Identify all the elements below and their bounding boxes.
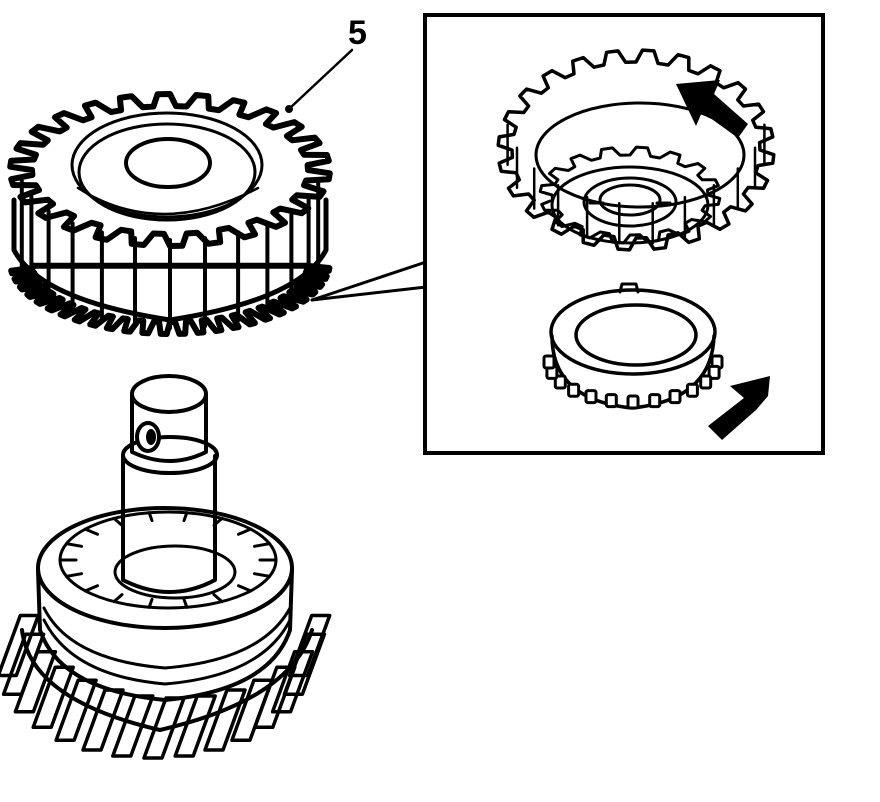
ring-dog-tooth [626,394,640,410]
hub-spline [253,572,271,578]
synchro-hub-groove-upper [42,606,292,670]
helical-tooth [173,694,217,758]
inset-gear-teeth [496,48,776,252]
ring-dog-tooth [567,382,581,398]
inset-leader-upper [310,260,428,302]
synchro-hub-top [36,506,294,630]
shaft-shoulder [121,435,219,475]
ring-dog-tooth [584,389,598,405]
callout-number-label: 5 [348,14,367,52]
inset-detail-frame [423,13,825,455]
ring-dog-tooth [707,364,721,380]
ring-bore [574,303,698,367]
synchro-hub-inner-rim [58,510,278,610]
gear-hub-shoulder [76,186,260,216]
helical-tooth [203,688,247,752]
ring-dog-teeth [542,354,724,410]
shaft-body [121,454,217,594]
ring-dog-tooth [553,374,567,390]
shaft-tip-end [130,374,208,414]
hub-spline [253,542,271,548]
hub-spline [65,572,83,578]
ring-dog-tooth [668,389,682,405]
output-shaft-assembly [0,374,332,760]
inset-gear-flanks [506,123,766,245]
helical-tooth [0,613,41,678]
gear-tooth-flanks [19,179,321,330]
synchro-hub-bore [113,544,237,600]
inset-gear-with-cone [496,48,776,252]
inset-synchronizer-ring [542,282,724,410]
callout-leader-dot [285,105,293,113]
inset-cone-bore [598,183,662,217]
shaft-tip-body [130,393,208,463]
indicator-arrow-lower [708,376,770,440]
gear-hub-step [77,122,257,222]
inset-cone-inner [582,176,678,228]
synchro-hub-side [36,568,294,702]
hub-spline [237,527,253,536]
inset-gear-face [534,101,746,209]
helical-tooth [230,678,274,743]
helical-gear-body [20,628,314,732]
indicator-arrow-upper [676,80,748,138]
ring-dog-tooth [542,354,556,370]
callout-leader-line [288,48,354,110]
ring-dog-tooth [699,374,713,390]
inset-leader-lower [310,285,428,302]
helical-tooth [270,649,315,714]
gear-hub-outer [70,111,264,219]
inset-cone-face [550,165,710,245]
inset-cone-teeth [538,145,722,245]
hub-spline [83,527,99,536]
synchro-hub-groove-lower [42,618,292,686]
hub-spline [212,593,224,604]
gear-upper-teeth [7,91,333,249]
ring-lug [618,282,640,294]
shaft-oil-hole-shadow [146,429,156,445]
hub-spline [112,516,124,527]
hub-spline [83,584,99,593]
ring-dog-tooth [685,382,699,398]
gear-part-5 [7,91,333,337]
ring-top-face [549,288,717,376]
hub-spline [65,542,83,548]
hub-spline [237,584,253,593]
hub-spline [112,593,124,604]
ring-dog-tooth [648,393,662,409]
ring-dog-tooth [604,393,618,409]
gear-bore [124,137,212,189]
